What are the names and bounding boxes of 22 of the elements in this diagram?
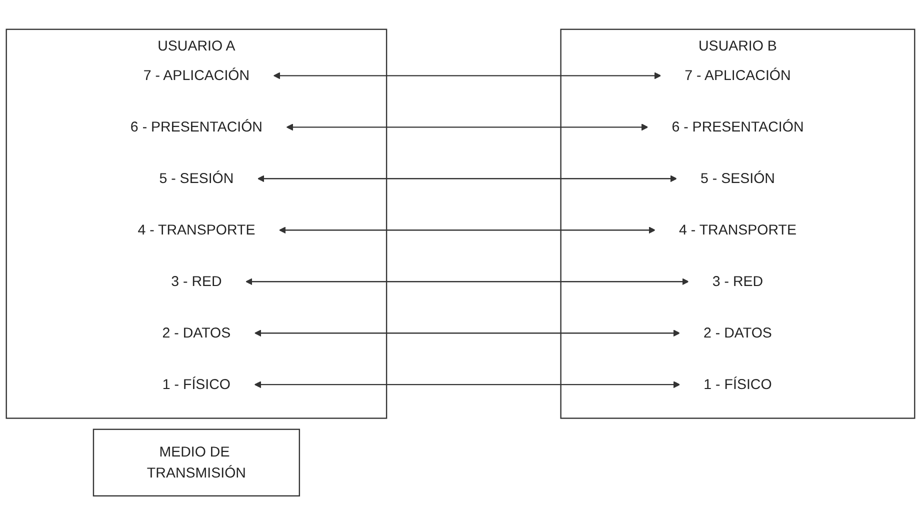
node-text: 5 - SESIÓN — [159, 170, 234, 187]
node-text: 6 - PRESENTACIÓN — [672, 119, 804, 136]
node-text: 6 - PRESENTACIÓN — [130, 119, 262, 136]
node-text: 3 - RED — [171, 274, 222, 290]
node-text: 2 - DATOS — [162, 325, 231, 342]
arrow — [254, 330, 680, 337]
node-text: 5 - SESIÓN — [700, 170, 775, 187]
node-text: 4 - TRANSPORTE — [138, 222, 256, 238]
arrow — [286, 124, 648, 132]
arrow — [273, 72, 662, 80]
node-text: 7 - APLICACIÓN — [684, 68, 791, 84]
node-text: 3 - RED — [712, 274, 764, 290]
node-text: 7 - APLICACIÓN — [143, 68, 250, 84]
node-text: 1 - FÍSICO — [704, 376, 772, 393]
arrow — [257, 176, 678, 183]
node-text: 2 - DATOS — [704, 325, 772, 342]
node-box: MEDIO DE TRANSMISIÓN — [92, 429, 300, 497]
node-text: 4 - TRANSPORTE — [678, 222, 796, 238]
arrow — [278, 227, 656, 234]
node-text: 1 - FÍSICO — [162, 376, 231, 393]
arrow — [254, 382, 680, 388]
arrow — [246, 278, 689, 286]
